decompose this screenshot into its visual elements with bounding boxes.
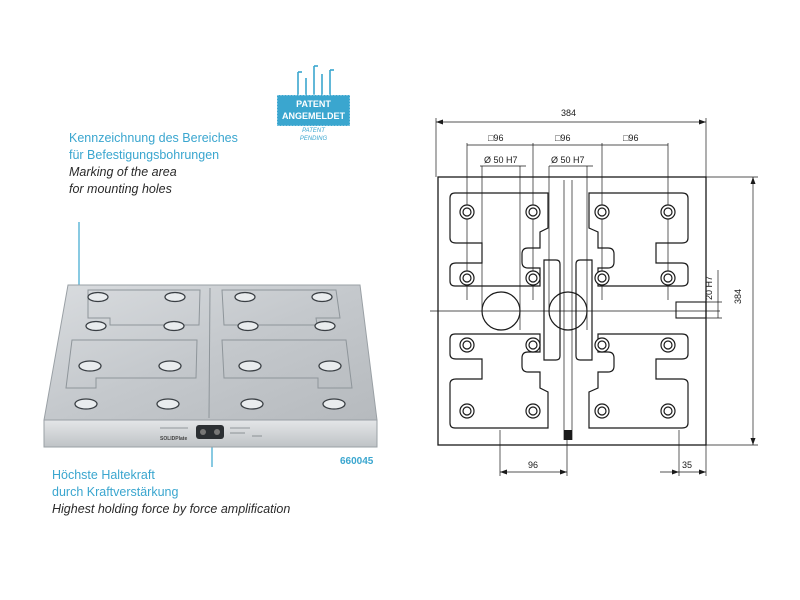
badge-line-4: PENDING: [299, 136, 328, 142]
dim-bottom: 96: [528, 460, 539, 470]
product-brand: SOLIDPlate: [160, 436, 188, 442]
marking-label-de-2: für Befestigungsbohrungen: [69, 148, 220, 162]
badge-line-1: PATENT: [296, 99, 331, 109]
marking-label-de-1: Kennzeichnung des Bereiches: [69, 131, 238, 145]
dim-bore-2: Ø 50 H7: [551, 155, 585, 165]
badge-line-3: PATENT: [302, 128, 325, 134]
dim-bore-1: Ø 50 H7: [484, 155, 518, 165]
dim-grid-2: □96: [555, 133, 571, 143]
force-label-en: Highest holding force by force amplifica…: [52, 502, 291, 516]
article-number: 660045: [340, 456, 374, 467]
dim-grid-1: □96: [488, 133, 504, 143]
force-label-de-2: durch Kraftverstärkung: [52, 485, 179, 499]
dim-width: 384: [561, 108, 577, 118]
force-label-de-1: Höchste Haltekraft: [52, 468, 155, 482]
badge-line-2: ANGEMELDET: [282, 111, 345, 121]
dim-edge: 35: [682, 460, 693, 470]
dim-height: 384: [733, 288, 743, 304]
marking-label-en-1: Marking of the area: [69, 165, 177, 179]
dim-grid-3: □96: [623, 133, 639, 143]
illustration-holes: [74, 291, 346, 410]
dim-side-pin: 20 H7: [704, 275, 714, 300]
drawing-holes: [459, 204, 676, 419]
marking-label-en-2: for mounting holes: [69, 182, 172, 196]
